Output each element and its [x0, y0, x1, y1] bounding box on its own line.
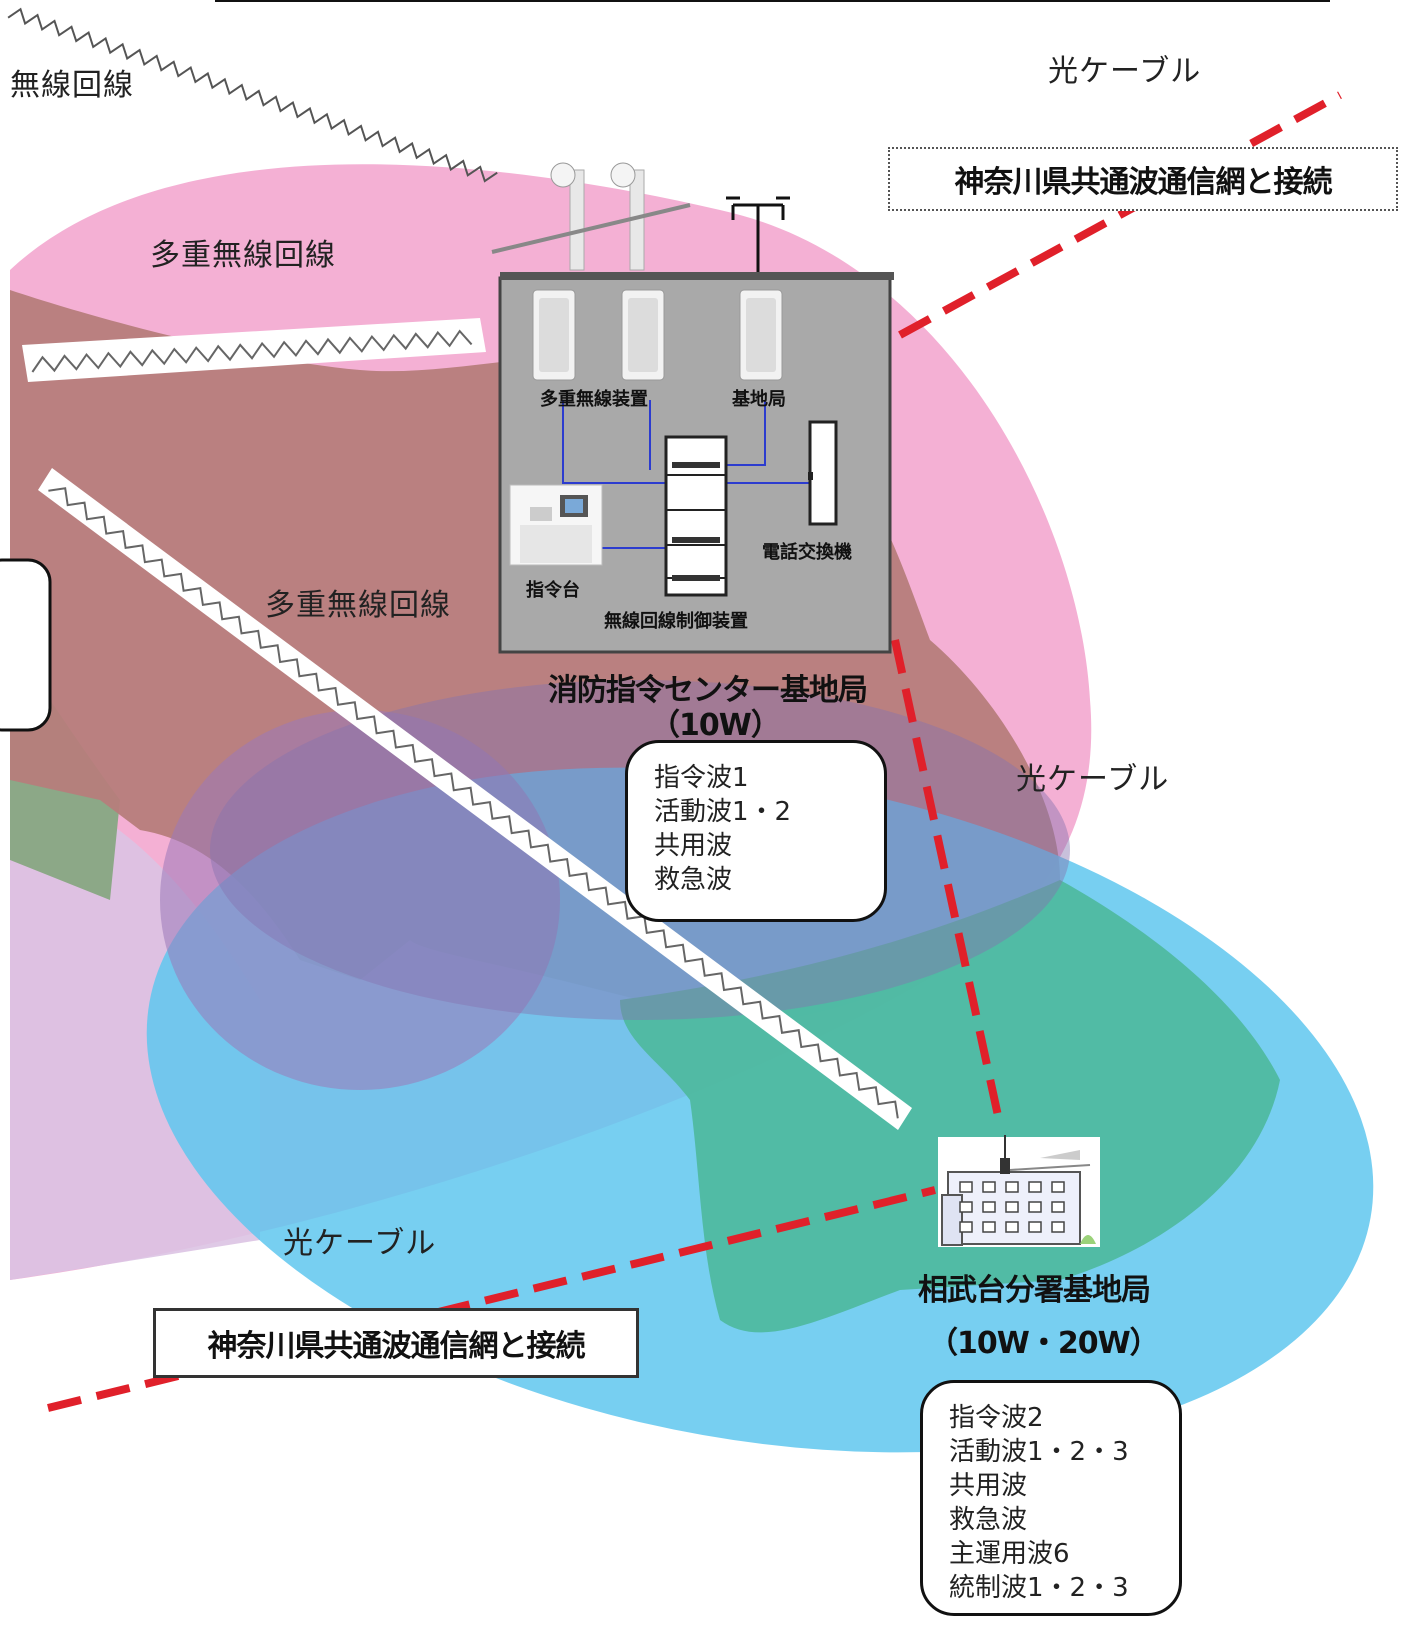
building-windows — [959, 1181, 1065, 1233]
parabolic-antennas — [491, 162, 691, 271]
branch-wave-item: 統制波1・2・3 — [949, 1573, 1129, 1603]
whip-antenna — [726, 196, 790, 280]
transceiver-label: 基地局 — [732, 389, 786, 410]
multiplex-band-top — [22, 318, 486, 382]
dispatch-console — [509, 484, 603, 566]
wireless-line-zigzag — [7, 7, 498, 183]
building-window — [959, 1181, 973, 1193]
center-station-waves-box: 指令波1 活動波1・2 共用波 救急波 — [625, 740, 887, 922]
building-window — [1051, 1221, 1065, 1233]
left-edge-panel — [0, 558, 52, 732]
building-window — [982, 1201, 996, 1213]
radio-control-unit-label: 無線回線制御装置 — [604, 611, 748, 632]
building-window — [1005, 1181, 1019, 1193]
telephone-exchange-unit — [808, 420, 838, 526]
optical-cable-label-top: 光ケーブル — [1048, 54, 1202, 89]
multiplex-radio-cabinets — [532, 289, 665, 381]
branch-station-waves-box: 指令波2 活動波1・2・3 共用波 救急波 主運用波6 統制波1・2・3 — [920, 1380, 1182, 1616]
multiplex-radio-line-label-mid: 多重無線回線 — [265, 588, 451, 623]
dispatch-console-label: 指令台 — [526, 580, 580, 601]
branch-wave-item: 主運用波6 — [949, 1539, 1070, 1569]
transceiver-cabinet — [739, 289, 783, 381]
multiplex-radio-unit-label: 多重無線装置 — [540, 389, 648, 410]
center-wave-item: 共用波 — [654, 831, 733, 861]
building-window — [959, 1201, 973, 1213]
prefecture-network-connection-top: 神奈川県共通波通信網と接続 — [888, 147, 1398, 211]
branch-wave-item: 救急波 — [949, 1505, 1028, 1535]
multiplex-wave-top — [31, 329, 473, 373]
branch-wave-item: 共用波 — [949, 1471, 1028, 1501]
building-window — [1028, 1181, 1042, 1193]
building-window — [1028, 1201, 1042, 1213]
prefecture-network-connection-bottom: 神奈川県共通波通信網と接続 — [153, 1308, 639, 1378]
building-window — [982, 1181, 996, 1193]
branch-station-power: （10W・20W） — [928, 1326, 1160, 1361]
purple-overlap-zone — [160, 710, 560, 1090]
building-window — [982, 1221, 996, 1233]
center-wave-item: 指令波1 — [654, 763, 749, 793]
multiplex-radio-line-label-top: 多重無線回線 — [150, 238, 336, 273]
telephone-exchange-label: 電話交換機 — [762, 542, 852, 563]
building-window — [1005, 1201, 1019, 1213]
building-window — [1051, 1201, 1065, 1213]
building-window — [1051, 1181, 1065, 1193]
multiplex-band-diagonal — [38, 468, 912, 1130]
optical-cable-line-top — [898, 91, 1342, 339]
center-station-power: （10W） — [650, 708, 781, 743]
building-window — [1005, 1221, 1019, 1233]
optical-cable-label-bottom: 光ケーブル — [283, 1226, 437, 1261]
radio-control-rack — [664, 435, 728, 597]
panel-top-edge — [500, 272, 894, 280]
building-window — [959, 1221, 973, 1233]
branch-wave-item: 活動波1・2・3 — [949, 1437, 1129, 1467]
center-wave-item: 救急波 — [654, 865, 733, 895]
equipment-wiring — [562, 400, 810, 549]
optical-cable-line-vertical — [891, 639, 1004, 1126]
optical-cable-label-mid: 光ケーブル — [1016, 762, 1170, 797]
green-land-area — [620, 880, 1280, 1333]
branch-wave-item: 指令波2 — [949, 1403, 1044, 1433]
branch-station-name: 相武台分署基地局 — [918, 1273, 1151, 1308]
center-wave-item: 活動波1・2 — [654, 797, 792, 827]
center-station-name: 消防指令センター基地局 — [548, 673, 868, 708]
multiplex-wave-diagonal — [48, 487, 899, 1119]
building-window — [1028, 1221, 1042, 1233]
wireless-line-label: 無線回線 — [10, 68, 134, 103]
